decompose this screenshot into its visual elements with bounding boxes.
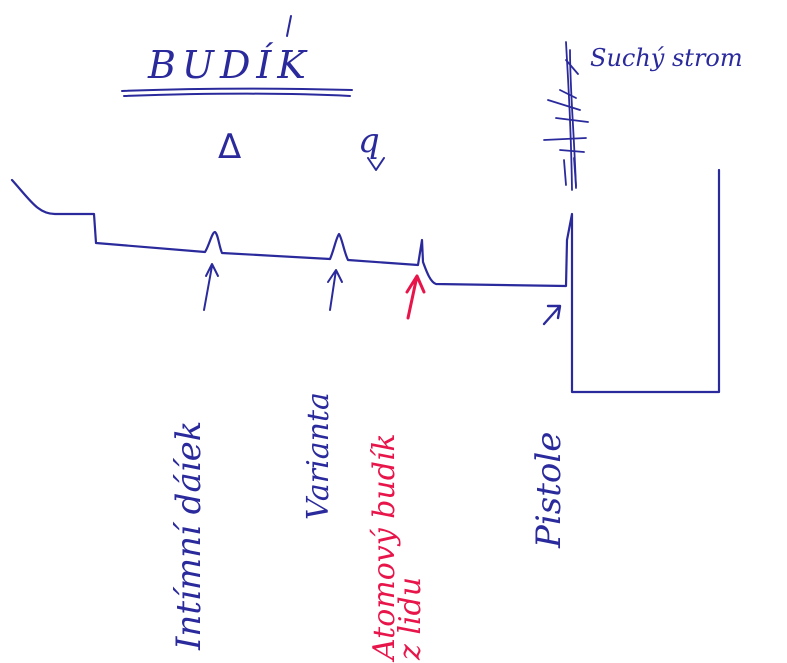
arrow-intimni <box>203 263 219 311</box>
label-atomovy-line2: z lidu <box>393 577 428 661</box>
terrain-line <box>10 168 721 394</box>
q-symbol: q <box>358 121 380 161</box>
arrow-varianta <box>327 269 343 311</box>
label-intimni: Intímní dáíek <box>169 421 209 651</box>
title: BUDÍK <box>147 43 312 87</box>
q-arrow <box>367 157 385 171</box>
label-pistole: Pistole <box>529 432 569 549</box>
tree-label: Suchý strom <box>590 44 743 72</box>
arrow-atomovy <box>405 274 426 320</box>
triangle-symbol: Δ <box>218 127 241 167</box>
label-varianta: Varianta <box>301 392 336 520</box>
label-atomovy: Atomový budík <box>367 433 402 663</box>
dry-tree <box>543 41 589 191</box>
title-accent <box>286 15 292 37</box>
title-underline <box>121 87 353 97</box>
arrow-pistole <box>542 304 562 326</box>
